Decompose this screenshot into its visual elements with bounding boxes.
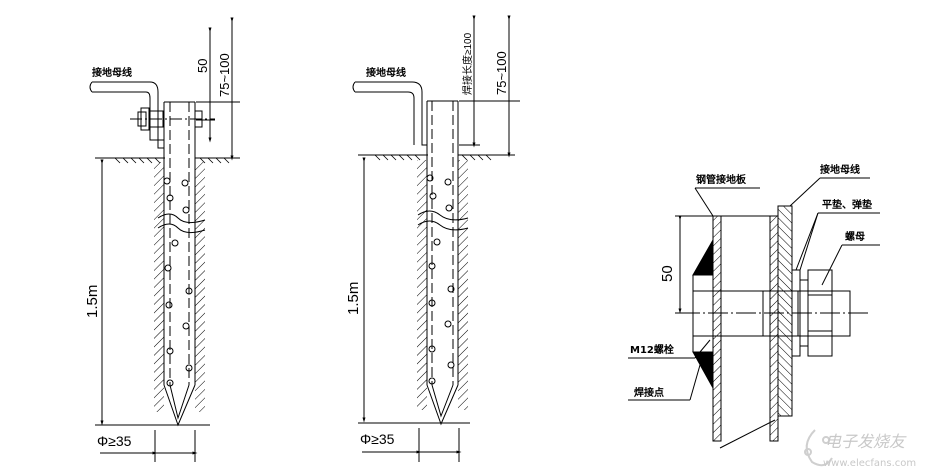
middle-dim-diameter: Φ≥35 <box>360 431 395 447</box>
label-washers: 平垫、弹垫 <box>822 198 872 211</box>
left-dim-depth: 75~100 <box>217 53 232 97</box>
label-steel-plate: 钢管接地板 <box>696 173 747 186</box>
watermark-logo-icon <box>804 429 833 467</box>
watermark-text: 电子发烧友 <box>825 432 907 451</box>
middle-lead-label: 接地母线 <box>366 66 406 79</box>
left-figure <box>89 17 240 462</box>
left-dim-top: 50 <box>195 59 210 73</box>
watermark: 电子发烧友 www.elecfans.com <box>804 429 916 469</box>
right-figure <box>628 177 880 449</box>
middle-dim-length: 1.5m <box>345 282 362 315</box>
left-dim-length: 1.5m <box>84 285 101 318</box>
watermark-url: www.elecfans.com <box>823 458 916 469</box>
label-busbar: 接地母线 <box>820 163 860 176</box>
label-bolt: M12螺栓 <box>630 343 674 356</box>
left-dim-diameter: Φ≥35 <box>97 433 132 449</box>
middle-figure <box>352 15 520 462</box>
right-dim-height: 50 <box>659 265 676 282</box>
left-lead-label: 接地母线 <box>92 66 132 79</box>
middle-dim-depth: 75~100 <box>494 51 509 95</box>
label-weld-point: 焊接点 <box>634 386 664 399</box>
middle-dim-weld: 焊接长度≥100 <box>461 32 474 95</box>
label-nut: 螺母 <box>845 230 865 243</box>
